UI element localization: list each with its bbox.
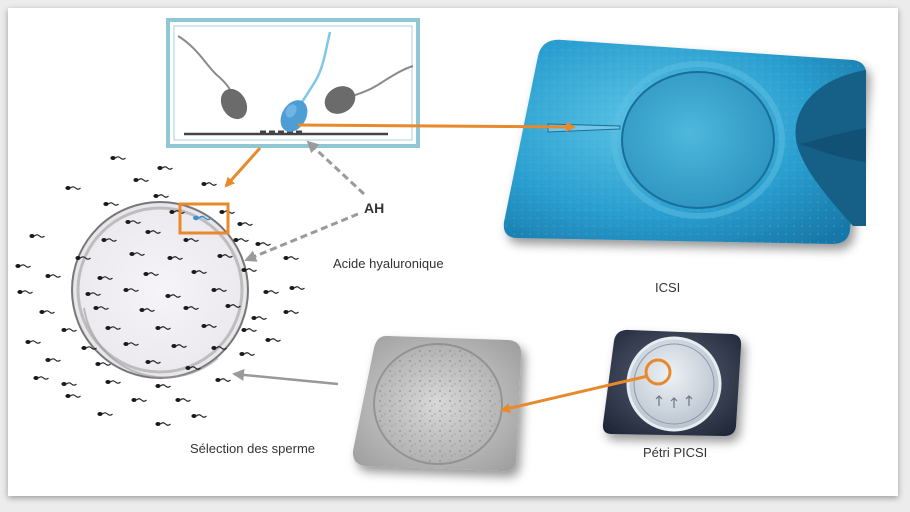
arrow-petri-to-substrate <box>500 374 649 414</box>
sperm-cell-icon <box>131 398 147 402</box>
sperm-cell-icon <box>155 326 171 330</box>
sperm-cell-icon <box>110 156 126 160</box>
sperm-cell-icon <box>33 376 49 380</box>
sperm-cell-icon <box>45 358 61 362</box>
sperm-cell-icon <box>201 324 217 328</box>
sperm-cell-icon <box>201 182 217 186</box>
diagram-canvas <box>15 18 867 472</box>
sperm-cell-icon <box>39 310 55 314</box>
sperm-cell-icon <box>225 304 241 308</box>
sperm-cell-icon <box>133 178 149 182</box>
sperm-cell-icon <box>237 222 253 226</box>
sperm-cell-icon <box>283 310 299 314</box>
petri-dish-icon <box>626 336 722 432</box>
sperm-cell-icon <box>65 186 81 190</box>
sperm-cell-icon <box>145 230 161 234</box>
figure-frame: AH Acide hyaluronique ICSI Sélection des… <box>8 8 898 496</box>
sperm-cell-icon <box>65 394 81 398</box>
highlighted-sperm <box>193 215 212 221</box>
sperm-cell-icon <box>265 338 281 342</box>
zona-pellucida <box>611 61 785 219</box>
sperm-acrosome-bound <box>285 104 297 118</box>
sperm-cell-icon <box>263 290 279 294</box>
label-ah: AH <box>364 200 385 216</box>
sperm-cell-icon <box>45 274 61 278</box>
sperm-cell-icon <box>255 242 271 246</box>
sperm-cell-icon <box>289 286 305 290</box>
sperm-cell-icon <box>129 252 145 256</box>
label-selection-sperme: Sélection des sperme <box>190 441 316 456</box>
sperm-cell-icon <box>75 256 91 260</box>
sperm-cell-icon <box>61 328 77 332</box>
sperm-cell-icon <box>167 256 183 260</box>
sperm-cell-icon <box>97 412 113 416</box>
sperm-head-right <box>324 86 356 114</box>
sperm-cell-icon <box>211 288 227 292</box>
sperm-cell-icon <box>183 238 199 242</box>
sperm-cell-icon <box>155 384 171 388</box>
sperm-cell-icon <box>145 360 161 364</box>
sperm-cell-icon <box>103 202 119 206</box>
ha-substrate-detail <box>373 343 503 465</box>
sperm-cell-icon <box>81 346 97 350</box>
sperm-tail-bound <box>300 31 332 103</box>
sperm-cell-icon <box>241 268 257 272</box>
sperm-cell-icon <box>97 276 113 280</box>
arrow-substrate-to-dish <box>232 368 339 386</box>
arrow-ah-to-panel <box>306 140 366 196</box>
sperm-cell-icon <box>211 346 227 350</box>
selection-dish <box>71 201 249 379</box>
sperm-cell-icon <box>217 254 233 258</box>
arrow-binding-to-icsi <box>297 121 576 132</box>
sperm-cell-icon <box>95 362 111 366</box>
sperm-cell-icon <box>25 340 41 344</box>
binding-panel <box>166 18 420 148</box>
sperm-cell-icon <box>251 316 267 320</box>
sperm-cell-icon <box>17 290 33 294</box>
highlight-box <box>178 202 230 235</box>
sperm-cell-icon <box>105 380 121 384</box>
label-acide-hyaluronique: Acide hyaluronique <box>333 256 444 271</box>
sperm-cell-icon <box>241 328 257 332</box>
sperm-cell-icon <box>171 344 187 348</box>
sperm-tail-right <box>351 65 414 97</box>
sperm-cell-icon <box>185 366 201 370</box>
sperm-cell-icon <box>15 264 31 268</box>
label-icsi: ICSI <box>655 280 681 295</box>
sperm-cell-icon <box>157 166 173 170</box>
sperm-cell-icon <box>105 326 121 330</box>
sperm-cell-icon <box>143 272 159 276</box>
sperm-cell-icon <box>153 194 169 198</box>
sperm-cell-icon <box>183 306 199 310</box>
sperm-tail-left <box>177 35 233 95</box>
sperm-cell-icon <box>191 270 207 274</box>
sperm-head-left <box>220 88 248 120</box>
petri-dish <box>626 336 722 432</box>
sperm-cell-icon <box>165 294 181 298</box>
sperm-cell-icon <box>61 382 77 386</box>
label-petri-picsi: Pétri PICSI <box>643 445 708 460</box>
sperm-cell-icon <box>155 422 171 426</box>
picsi-spot-highlight <box>644 358 672 386</box>
sperm-cell-icon <box>29 234 45 238</box>
sperm-cell-icon <box>101 238 117 242</box>
sperm-cell-icon <box>283 256 299 260</box>
sperm-cell-icon <box>215 378 231 382</box>
sperm-cell-icon <box>139 308 155 312</box>
arrow-ah-to-dish <box>244 212 359 262</box>
arrow-panel-to-dish <box>224 146 262 188</box>
sperm-cell-icon <box>125 220 141 224</box>
sperm-cell-icon <box>175 398 191 402</box>
sperm-cell-icon <box>239 352 255 356</box>
sperm-cell-icon <box>233 238 249 242</box>
sperm-cell-icon <box>123 288 139 292</box>
sperm-cell-icon <box>191 414 207 418</box>
sperm-cell-icon <box>85 292 101 296</box>
sperm-cell-icon <box>123 342 139 346</box>
oocyte <box>621 71 775 209</box>
sperm-cell-icon <box>93 306 109 310</box>
dish-inner-ring <box>76 206 244 374</box>
icsi-image-details <box>503 39 867 244</box>
sperm-field <box>15 156 305 426</box>
